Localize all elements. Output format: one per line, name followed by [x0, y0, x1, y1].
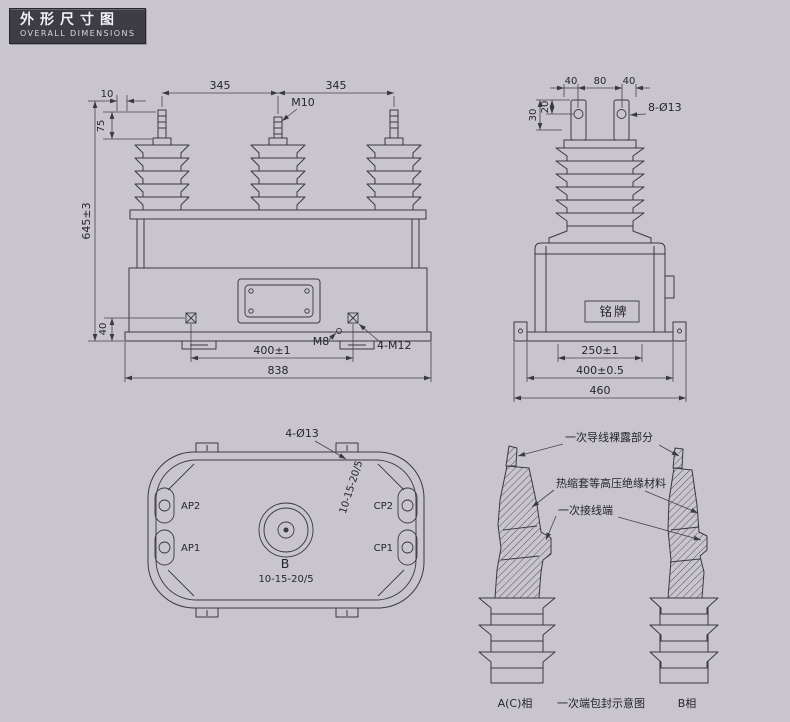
front-dim-645-label: 645±3 [80, 202, 93, 239]
side-dim-400-label: 400±0.5 [576, 364, 624, 377]
side-bushing [555, 147, 645, 227]
front-label-4m12: 4-M12 [377, 339, 411, 352]
front-label-m10: M10 [291, 96, 315, 109]
front-m12-hole-marks [185, 312, 359, 324]
phase-b-detail [649, 447, 719, 684]
front-label-m8: M8 [313, 335, 330, 348]
front-dim-75-label: 75 [96, 120, 107, 133]
front-m8-screw [336, 328, 342, 334]
side-dim-250-label: 250±1 [581, 344, 618, 357]
caption-detail-title: 一次端包封示意图 [557, 696, 645, 710]
side-nameplate: 铭牌 [584, 300, 640, 323]
side-nameplate-label: 铭牌 [599, 304, 628, 319]
note-terminal-label: 一次接线端 [558, 503, 613, 517]
front-view: 345 345 10 75 645±3 40 400±1 [80, 79, 432, 382]
phase-ac-bare-wire [505, 445, 518, 467]
note-bare-wire-label: 一次导线裸露部分 [565, 430, 653, 444]
front-bushing-right [366, 109, 422, 211]
top-mounting-tabs [195, 442, 359, 618]
front-dim-10-label: 10 [101, 89, 114, 100]
side-dim-20-label: 20 [540, 101, 551, 114]
top-label-4d13: 4-Ø13 [285, 427, 319, 440]
phase-b-insulation-wrap [667, 467, 708, 599]
top-terminal-ap1-label: AP1 [181, 543, 200, 554]
front-bushing-left [134, 109, 190, 211]
front-dim-40-label: 40 [98, 323, 109, 336]
phase-ac-detail [478, 445, 556, 684]
front-dim-345-left-label: 345 [210, 79, 231, 92]
side-dimensions: 40 80 40 20 30 8-Ø13 250±1 400±0.5 460 [513, 76, 687, 402]
top-terminal-ap2-label: AP2 [181, 501, 200, 512]
side-dim-30-label: 30 [528, 109, 539, 122]
front-dimensions: 345 345 10 75 645±3 40 400±1 [80, 79, 432, 382]
seal-detail-view: 一次导线裸露部分 热缩套等高压绝缘材料 一次接线端 A(C)相 一次端包封示意图… [478, 430, 719, 710]
sheet-title-cn: 外形尺寸图 [20, 12, 120, 28]
note-insulation-label: 热缩套等高压绝缘材料 [556, 476, 666, 490]
side-dim-80-label: 80 [594, 76, 607, 87]
side-primary-terminal [563, 99, 637, 149]
side-label-8d13: 8-Ø13 [648, 101, 682, 114]
front-junction-box [237, 278, 321, 324]
front-bushing-center [250, 116, 306, 211]
side-dim-40-left-label: 40 [565, 76, 578, 87]
sheet-title-en: OVERALL DIMENSIONS [20, 29, 136, 38]
top-terminal-cp1-label: CP1 [374, 543, 393, 554]
top-secondary-terminals: AP2 AP1 CP2 CP1 [154, 487, 418, 566]
detail-annotations: 一次导线裸露部分 热缩套等高压绝缘材料 一次接线端 [517, 430, 702, 541]
front-dim-345-right-label: 345 [326, 79, 347, 92]
title-badge: 外形尺寸图 OVERALL DIMENSIONS [9, 8, 147, 44]
caption-ac-phase: A(C)相 [498, 697, 533, 710]
side-dim-460-label: 460 [590, 384, 611, 397]
front-dim-400-label: 400±1 [253, 344, 290, 357]
caption-b-phase: B相 [678, 697, 697, 710]
top-center-boss [258, 502, 314, 558]
side-tank-body [513, 242, 687, 342]
front-dim-838-label: 838 [268, 364, 289, 377]
top-ratio-label: 10-15-20/5 [258, 574, 313, 585]
phase-b-bare-wire [672, 447, 684, 469]
top-phase-label: B [281, 556, 292, 571]
side-view: 铭牌 40 80 40 20 30 8-Ø13 [513, 76, 687, 402]
phase-ac-insulation-wrap [494, 465, 552, 599]
top-terminal-cp2-label: CP2 [374, 501, 393, 512]
side-dim-40-right-label: 40 [623, 76, 636, 87]
side-bushing-flange [548, 225, 652, 244]
top-view: AP2 AP1 CP2 CP1 B 10-15-20/5 10-15-20/5 … [147, 427, 425, 618]
